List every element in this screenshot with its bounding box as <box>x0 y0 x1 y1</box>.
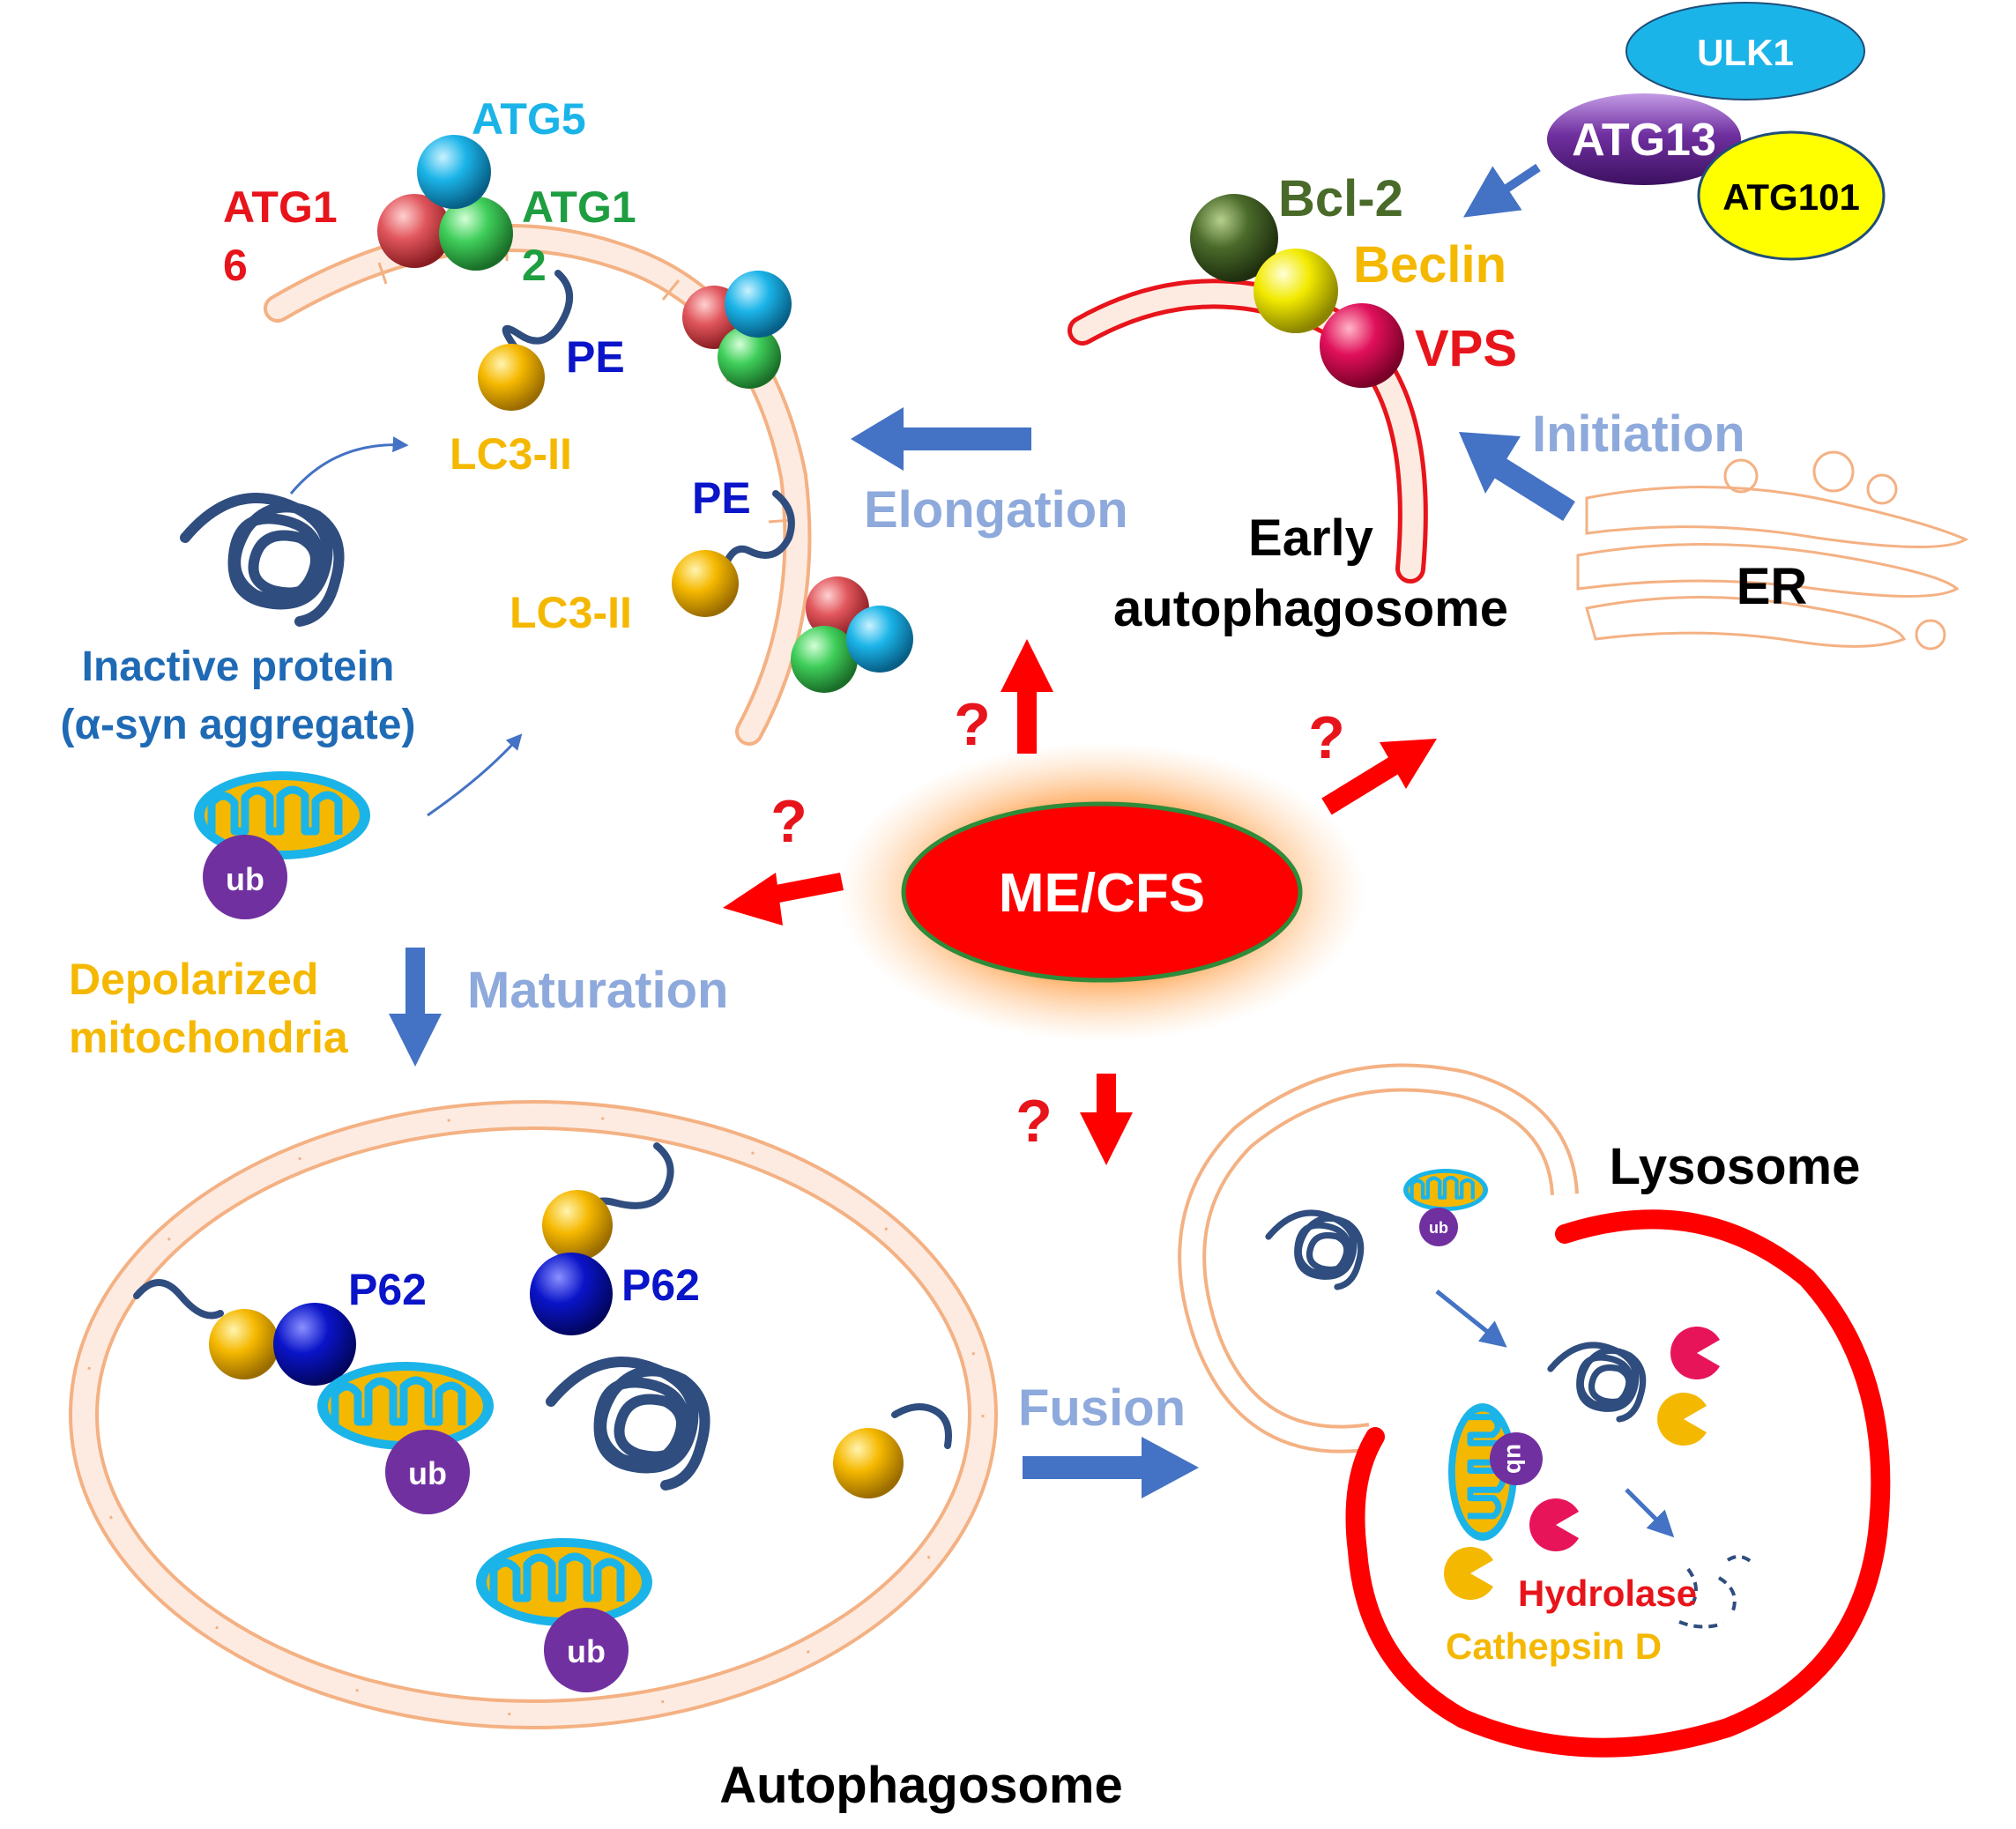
depolarized-label-1: Depolarized <box>69 955 318 1004</box>
elongation-label: Elongation <box>864 481 1128 539</box>
question-top: ? <box>954 691 991 758</box>
cathepsin-enzyme-b <box>1444 1547 1493 1600</box>
beclin-label: Beclin <box>1353 236 1506 294</box>
p62-label-b: P62 <box>621 1260 700 1310</box>
p62-label-a: P62 <box>348 1265 427 1314</box>
ulk1-to-membrane-arrow <box>1463 163 1541 218</box>
mecfs-oval <box>901 801 1303 983</box>
degraded-fragments <box>1678 1555 1756 1629</box>
coil-to-lc3-arrow <box>289 436 409 494</box>
ub-tag-lyso-a <box>1419 1208 1458 1246</box>
beclin-ball <box>1253 249 1338 333</box>
p62-ball-b <box>530 1253 613 1335</box>
aggregate-coil-lyso-b <box>1551 1345 1643 1419</box>
ub-label-lyso-a: ub <box>1429 1219 1448 1237</box>
inactive-protein-label-1: Inactive protein <box>82 643 395 690</box>
hydrolase-enzyme-a <box>1670 1327 1720 1379</box>
mito-to-membrane-arrow <box>427 733 523 817</box>
elongation-arrow <box>851 407 1031 471</box>
atg13-label: ATG13 <box>1572 115 1716 166</box>
lysosome-membrane <box>1345 1209 1891 1758</box>
lc3-label-top: LC3-II <box>450 429 572 479</box>
cathepsin-label: Cathepsin D <box>1446 1625 1662 1667</box>
ulk1-label: ULK1 <box>1697 32 1794 73</box>
aggregate-coil-lyso-a <box>1268 1213 1361 1287</box>
mecfs-arrow-left <box>723 873 844 926</box>
pe-linker-top <box>502 270 574 352</box>
ub-tag-left <box>203 835 287 919</box>
p62-ball-a <box>273 1303 356 1386</box>
maturation-label: Maturation <box>467 962 728 1019</box>
cathepsin-enzyme-a <box>1657 1393 1707 1446</box>
initiation-arrow <box>1459 432 1575 522</box>
maturation-arrow <box>389 948 442 1067</box>
atg16-label-2: 6 <box>223 241 248 290</box>
early-autophagosome-label-1: Early <box>1248 509 1373 567</box>
linker-free-lc3 <box>891 1403 952 1449</box>
fusion-arrow <box>1023 1437 1199 1498</box>
mecfs-label: ME/CFS <box>999 863 1205 924</box>
lc3-ball-top <box>478 344 545 411</box>
hydrolase-label: Hydrolase <box>1518 1572 1697 1614</box>
lc3-label-mid: LC3-II <box>510 588 632 637</box>
er-membranes <box>1576 450 1969 651</box>
lc3-ball-auto-a <box>209 1309 279 1379</box>
degradation-arrow-b <box>1625 1488 1675 1538</box>
aggregate-coil-auto <box>551 1362 705 1485</box>
mecfs-arrow-up <box>1001 639 1053 754</box>
lc3-ball-mid <box>672 550 739 617</box>
ub-label-lyso-b: ub <box>1502 1444 1529 1474</box>
atg101-label: ATG101 <box>1722 176 1860 218</box>
pe-linker-mid <box>719 490 795 576</box>
lc3-ball-free <box>833 1428 904 1498</box>
mecfs-arrow-down <box>1080 1074 1133 1165</box>
ub-label-auto-a: ub <box>408 1455 447 1491</box>
depolarized-label-2: mitochondria <box>69 1013 349 1062</box>
atg12-label-2: 2 <box>522 241 547 290</box>
atg-complex-top <box>377 135 513 271</box>
fusion-label: Fusion <box>1018 1379 1186 1437</box>
ub-tag-auto-b <box>544 1608 629 1692</box>
ub-tag-auto-a <box>385 1430 470 1514</box>
mitochondrion-auto-b <box>476 1538 652 1626</box>
ulk1-complex <box>1547 2 1886 261</box>
ub-tag-lyso-b <box>1490 1432 1543 1485</box>
lysosome-label: Lysosome <box>1610 1138 1861 1195</box>
vps-label: VPS <box>1415 320 1517 377</box>
question-bottom: ? <box>1015 1088 1053 1155</box>
hydrolase-enzyme-b <box>1529 1498 1579 1551</box>
pe-label-top: PE <box>566 332 625 382</box>
degradation-arrow-a <box>1435 1290 1507 1348</box>
atg16-label-1: ATG1 <box>223 182 338 232</box>
mitochondrion-lyso-a <box>1403 1169 1488 1211</box>
bcl2-label: Bcl-2 <box>1278 170 1403 227</box>
inactive-protein-coil <box>185 498 339 621</box>
atg-complex-mid <box>682 271 792 389</box>
autophagosome-label: Autophagosome <box>719 1757 1123 1814</box>
bcl2-ball <box>1190 194 1278 282</box>
autophagosome-membrane <box>69 1100 998 1729</box>
fusing-membrane <box>1178 1063 1579 1454</box>
er-label: ER <box>1737 558 1808 615</box>
vps-ball <box>1320 303 1404 388</box>
early-autophagosome-label-2: autophagosome <box>1113 580 1508 637</box>
atg-complex-lower <box>791 576 913 693</box>
question-right: ? <box>1308 704 1345 771</box>
linker-p62-a <box>133 1279 224 1320</box>
question-left: ? <box>770 788 807 855</box>
inactive-protein-label-2: (α-syn aggregate) <box>61 702 416 748</box>
ub-label-left: ub <box>226 861 264 897</box>
lc3-ball-auto-b <box>542 1190 613 1260</box>
mecfs-arrow-right <box>1321 739 1437 815</box>
atg12-label-1: ATG1 <box>522 182 636 232</box>
ub-label-auto-b: ub <box>567 1633 606 1669</box>
pe-label-mid: PE <box>692 473 751 523</box>
initiation-label: Initiation <box>1532 405 1745 463</box>
atg5-label: ATG5 <box>472 94 586 144</box>
